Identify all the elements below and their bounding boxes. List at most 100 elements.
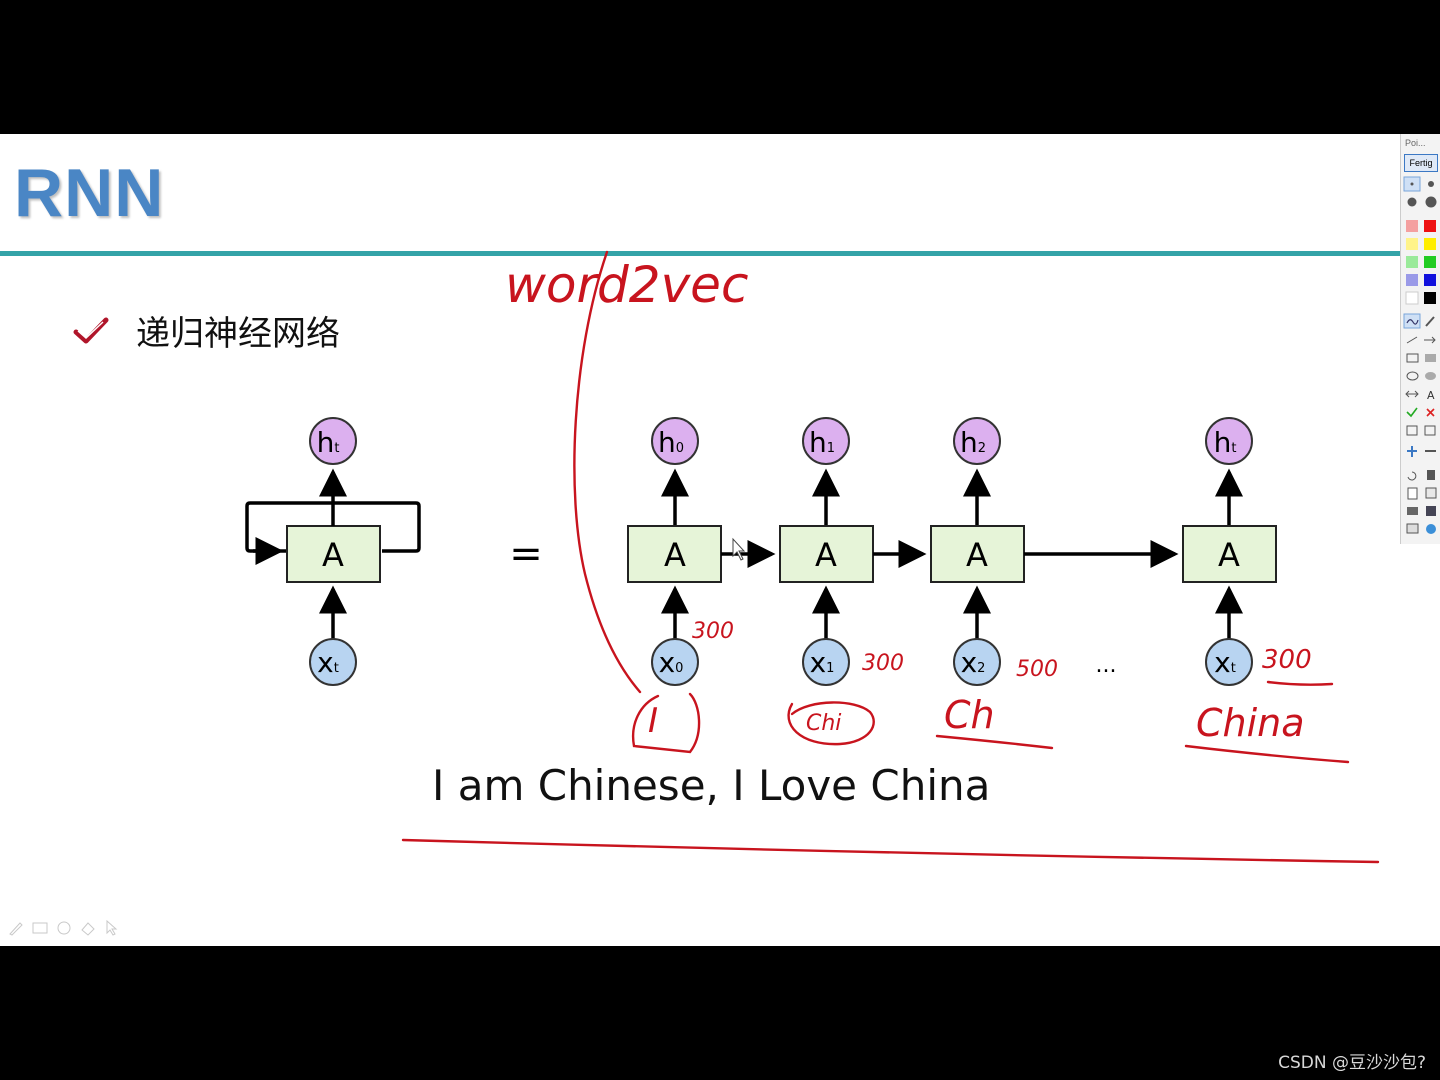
svg-text:ht: ht <box>317 426 340 459</box>
zoom-icon[interactable] <box>56 920 72 936</box>
annotation-word2vec: word2vec <box>505 256 748 314</box>
new-page-icon[interactable] <box>1407 487 1418 500</box>
cell-label: A <box>815 536 837 574</box>
svg-text:ht: ht <box>1214 426 1237 459</box>
copy-icon[interactable] <box>1425 487 1437 499</box>
color-blue[interactable] <box>1424 274 1436 286</box>
annotation-dim-3: 300 <box>1262 645 1312 675</box>
input-sub: t <box>1231 661 1236 676</box>
unrolled-step-0: A h0 x0 <box>627 417 722 686</box>
input-node <box>651 638 699 686</box>
unrolled-cell <box>779 525 874 583</box>
check-icon[interactable] <box>1406 407 1418 418</box>
color-light-green[interactable] <box>1406 256 1418 268</box>
crop-icon[interactable] <box>1406 425 1418 436</box>
output-sub: 2 <box>978 441 986 456</box>
zoom-area-icon[interactable] <box>1424 425 1436 436</box>
arrow-tool[interactable] <box>1424 336 1436 344</box>
double-arrow-tool[interactable] <box>1405 390 1419 398</box>
input-label: x <box>659 646 676 679</box>
output-node <box>802 417 850 465</box>
title-rule <box>0 251 1400 256</box>
rolled-input-node <box>309 638 357 686</box>
example-sentence: I am Chinese, I Love China <box>432 761 991 810</box>
cross-icon[interactable] <box>1426 408 1435 417</box>
pointer-icon[interactable] <box>104 919 120 936</box>
pen-size-xlarge[interactable] <box>1425 196 1437 208</box>
rolled-rnn: A ht xt <box>245 417 421 686</box>
rolled-cell-label: A <box>322 536 344 574</box>
input-sub: 0 <box>675 661 683 676</box>
ellipse-tool[interactable] <box>1406 371 1419 381</box>
palette-tools: A <box>1403 176 1437 534</box>
svg-text:x2: x2 <box>961 646 986 679</box>
svg-text:h1: h1 <box>809 426 835 459</box>
svg-text:h0: h0 <box>658 426 684 459</box>
svg-text:xt: xt <box>1214 646 1236 679</box>
color-red[interactable] <box>1424 220 1436 232</box>
unrolled-cell <box>1182 525 1277 583</box>
color-light-red[interactable] <box>1406 220 1418 232</box>
input-sub: 2 <box>977 661 985 676</box>
plus-icon[interactable] <box>1407 446 1417 457</box>
pen-size-medium[interactable] <box>1428 181 1434 187</box>
pen-icon[interactable] <box>8 920 24 936</box>
color-yellow[interactable] <box>1424 238 1436 250</box>
cell-label: A <box>664 536 686 574</box>
filled-ellipse-tool[interactable] <box>1425 372 1436 380</box>
color-black[interactable] <box>1424 292 1436 304</box>
annotation-dim-0: 300 <box>692 619 734 644</box>
output-node <box>651 417 699 465</box>
cell-label: A <box>1218 536 1240 574</box>
cursor-icon <box>732 537 746 561</box>
equals-sign: = <box>509 531 543 577</box>
line-tool[interactable] <box>1406 336 1418 344</box>
annotation-step0-word: I <box>648 701 658 741</box>
annotation-palette: Poi... Fertig A <box>1400 134 1440 544</box>
rolled-input-label: x <box>317 646 334 679</box>
input-label: x <box>1214 646 1231 679</box>
save-icon[interactable] <box>1426 506 1436 516</box>
handwritten-annotations <box>401 250 1380 864</box>
slides-icon[interactable] <box>32 920 48 936</box>
color-light-blue[interactable] <box>1406 274 1418 286</box>
annotation-step2-word: Ch <box>944 693 995 737</box>
trash-icon[interactable] <box>1427 470 1435 480</box>
undo-icon[interactable] <box>1407 471 1417 481</box>
cell-label: A <box>966 536 988 574</box>
rectangle-tool[interactable] <box>1406 353 1419 363</box>
ellipsis: ... <box>1096 653 1117 678</box>
print-icon[interactable] <box>1407 507 1418 515</box>
highlighter-tool[interactable] <box>1425 316 1435 327</box>
unrolled-step-t: A ht xt <box>1182 417 1277 686</box>
unrolled-step-1: A h1 x1 <box>779 417 874 686</box>
slide-title: RNN <box>14 155 165 231</box>
color-light-yellow[interactable] <box>1406 238 1418 250</box>
unrolled-cell <box>627 525 722 583</box>
output-sub: 0 <box>676 441 684 456</box>
palette-title: Poi... <box>1405 138 1426 148</box>
svg-text:x1: x1 <box>810 646 835 679</box>
eraser-icon[interactable] <box>80 920 96 936</box>
input-node <box>953 638 1001 686</box>
output-label: h <box>960 426 978 459</box>
watermark: CSDN @豆沙沙包? <box>1278 1053 1426 1073</box>
pen-size-large[interactable] <box>1407 197 1417 207</box>
rolled-output-node <box>309 417 357 465</box>
unrolled-cell <box>930 525 1025 583</box>
rnn-diagram: A ht xt = A h0 x0 A h1 <box>245 250 1380 864</box>
annotation-step1-word: Chi <box>806 711 841 736</box>
screenshot-icon[interactable] <box>1406 523 1419 534</box>
filled-rectangle-tool[interactable] <box>1425 354 1436 362</box>
annotation-dim-2: 500 <box>1016 657 1058 682</box>
rolled-output-sub: t <box>334 441 339 456</box>
done-button[interactable]: Fertig <box>1404 154 1438 172</box>
output-sub: 1 <box>827 441 835 456</box>
color-white[interactable] <box>1405 291 1419 305</box>
color-green[interactable] <box>1424 256 1436 268</box>
info-icon[interactable] <box>1426 524 1436 534</box>
text-tool-icon[interactable]: A <box>1427 389 1435 402</box>
rolled-input-sub: t <box>334 661 339 676</box>
input-label: x <box>810 646 827 679</box>
annotation-dim-1: 300 <box>862 651 904 676</box>
